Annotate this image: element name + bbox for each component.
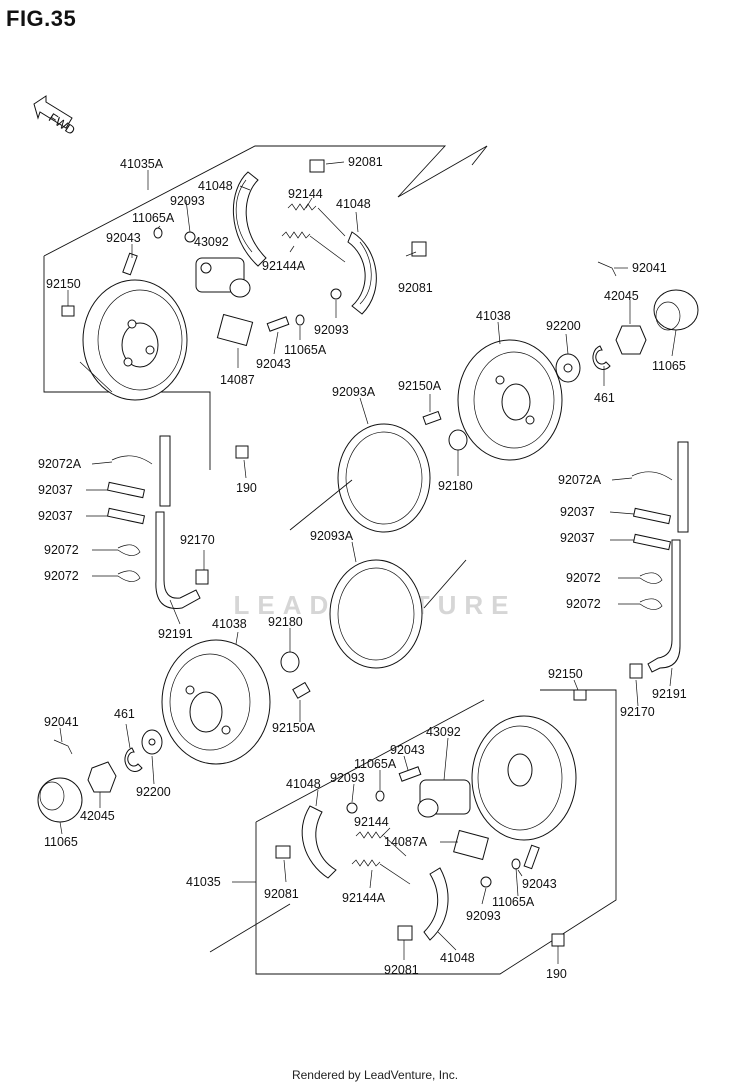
part-label: 43092 — [194, 235, 229, 249]
part-label: 92144A — [262, 259, 306, 273]
footer-credit: Rendered by LeadVenture, Inc. — [291, 1068, 459, 1082]
part-label: 41048 — [198, 179, 233, 193]
lower-brake-shoe-right — [423, 867, 449, 941]
part-label: 92037 — [38, 483, 73, 497]
part-label: 92191 — [652, 687, 687, 701]
part-label: 92150A — [272, 721, 316, 735]
part-label: 41038 — [476, 309, 511, 323]
upper-brake-drum — [457, 339, 563, 461]
part-label: 92180 — [438, 479, 473, 493]
brake-lining-ring-upper — [289, 423, 431, 533]
part-label: 92037 — [38, 509, 73, 523]
part-label: 92043 — [390, 743, 425, 757]
part-label: 92072 — [566, 571, 601, 585]
left-clips — [106, 455, 153, 582]
part-label: 41035 — [186, 875, 221, 889]
part-label: 461 — [594, 391, 615, 405]
lower-brake-drum — [161, 639, 311, 765]
lower-backing-plate — [471, 715, 577, 841]
part-label: 14087 — [220, 373, 255, 387]
part-label: 92093A — [310, 529, 354, 543]
fwd-arrow-icon: FWD — [33, 95, 78, 138]
part-label: 92150 — [548, 667, 583, 681]
part-label: 92081 — [398, 281, 433, 295]
part-label: 92072A — [558, 473, 602, 487]
part-label: 92144A — [342, 891, 386, 905]
part-label: 92081 — [264, 887, 299, 901]
part-label: 92072 — [44, 569, 79, 583]
part-label: 92144 — [288, 187, 323, 201]
part-label: 11065A — [132, 211, 175, 225]
part-label: 41035A — [120, 157, 164, 171]
part-label: 92150 — [46, 277, 81, 291]
part-label: 92170 — [620, 705, 655, 719]
right-brake-hose — [629, 441, 689, 679]
part-label: 92093 — [466, 909, 501, 923]
part-label: 92072 — [44, 543, 79, 557]
upper-backing-plate — [79, 279, 188, 401]
part-label: 92200 — [136, 785, 171, 799]
lower-brake-shoe-left — [301, 805, 337, 879]
part-label: 11065A — [284, 343, 327, 357]
upper-small-parts — [61, 159, 427, 459]
part-label: 92150A — [398, 379, 442, 393]
part-label: 92081 — [384, 963, 419, 977]
upper-spring-92144a — [281, 231, 346, 263]
part-label: 92037 — [560, 505, 595, 519]
part-label: 11065 — [44, 835, 78, 849]
part-label: 11065A — [354, 757, 397, 771]
leader-lines — [59, 161, 677, 964]
part-label: 92144 — [354, 815, 389, 829]
upper-wheel-cylinder — [195, 257, 251, 298]
part-label: 461 — [114, 707, 135, 721]
part-label: 92043 — [256, 357, 291, 371]
part-label: 92180 — [268, 615, 303, 629]
part-label: 92081 — [348, 155, 383, 169]
part-label: 42045 — [604, 289, 639, 303]
part-label: 14087A — [384, 835, 428, 849]
upper-spring-92144 — [287, 203, 346, 237]
upper-brake-shoe-right — [347, 231, 377, 315]
part-label: 42045 — [80, 809, 115, 823]
part-label: 92093A — [332, 385, 376, 399]
part-label: 92200 — [546, 319, 581, 333]
part-label: 41048 — [286, 777, 321, 791]
part-label: 92072 — [566, 597, 601, 611]
brake-lining-ring-lower — [329, 559, 467, 669]
lower-wheel-cylinder — [417, 779, 471, 818]
part-label: 41048 — [440, 951, 475, 965]
part-label: 92170 — [180, 533, 215, 547]
figure-title: FIG.35 — [6, 6, 77, 31]
upper-hub-parts — [422, 261, 699, 451]
lower-small-parts — [275, 689, 587, 947]
upper-brake-shoe-left — [232, 171, 267, 267]
part-label: 190 — [236, 481, 257, 495]
part-label: 92037 — [560, 531, 595, 545]
part-label: 92093 — [330, 771, 365, 785]
part-label: 92093 — [170, 194, 205, 208]
lower-hub-parts — [37, 729, 163, 823]
lower-springs — [351, 831, 411, 885]
part-label: 43092 — [426, 725, 461, 739]
part-label: 92041 — [44, 715, 79, 729]
part-label: 11065 — [652, 359, 686, 373]
part-label: 41048 — [336, 197, 371, 211]
part-label: 92093 — [314, 323, 349, 337]
part-label: 190 — [546, 967, 567, 981]
part-label: 41038 — [212, 617, 247, 631]
right-clips — [631, 471, 673, 610]
part-label: 11065A — [492, 895, 535, 909]
part-label: 92072A — [38, 457, 82, 471]
left-brake-hose — [155, 435, 209, 609]
part-label: 92041 — [632, 261, 667, 275]
part-label: 92191 — [158, 627, 193, 641]
part-label: 92043 — [106, 231, 141, 245]
part-label: 92043 — [522, 877, 557, 891]
